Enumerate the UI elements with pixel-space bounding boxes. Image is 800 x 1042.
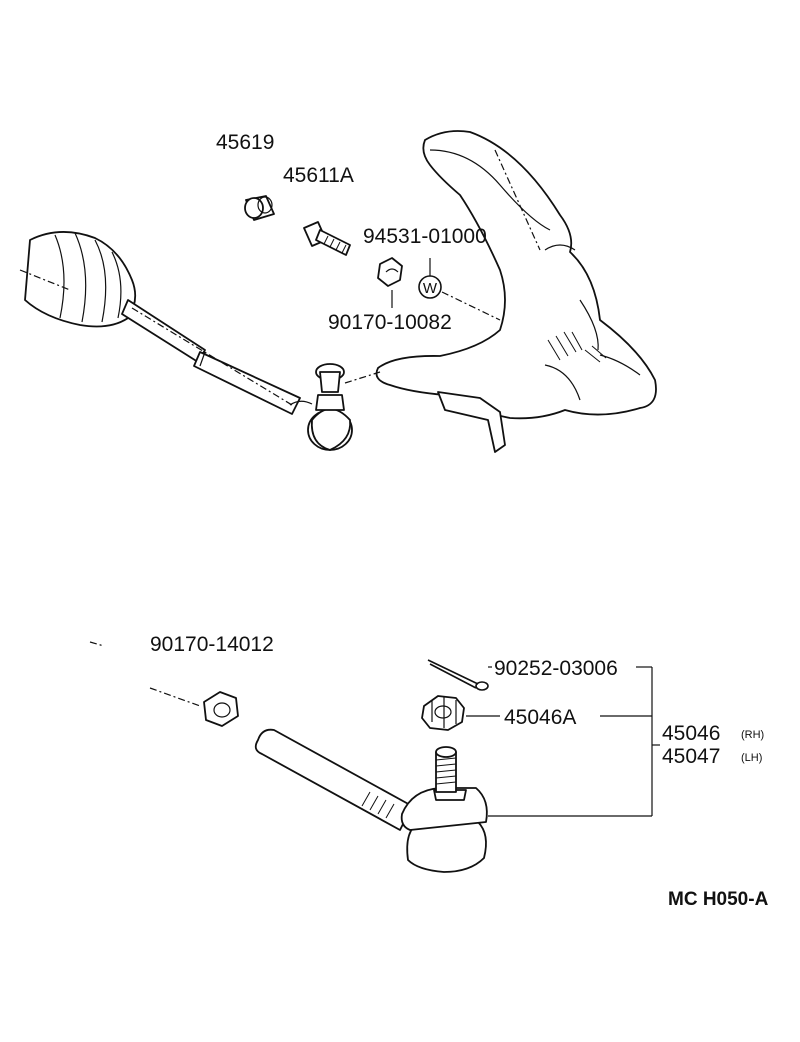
tie-rod-upper bbox=[121, 299, 301, 415]
lower-leaders bbox=[466, 666, 660, 817]
washer-mark: W bbox=[423, 280, 438, 297]
label-45046: 45046 bbox=[662, 722, 720, 745]
part-90252-cotter-pin bbox=[427, 659, 489, 691]
diagram-code: MC H050-A bbox=[668, 889, 769, 910]
part-94531-washer: W bbox=[418, 275, 442, 299]
part-90170-10082-nut bbox=[377, 257, 403, 287]
label-45047: 45047 bbox=[662, 745, 720, 768]
label-90252-03006: 90252-03006 bbox=[494, 657, 618, 680]
part-90170-14012-nut bbox=[89, 641, 239, 727]
label-45046-side: (RH) bbox=[741, 729, 764, 741]
part-45619-bushing bbox=[244, 195, 275, 221]
tie-rod-end-lower bbox=[254, 728, 488, 873]
part-45611a-bolt bbox=[303, 221, 351, 256]
tie-rod-end-upper bbox=[289, 363, 353, 451]
label-45619: 45619 bbox=[216, 131, 274, 154]
label-90170-10082: 90170-10082 bbox=[328, 311, 452, 334]
label-45611a: 45611A bbox=[283, 164, 354, 187]
upper-leaders bbox=[344, 258, 501, 384]
part-45046a-castle-nut bbox=[421, 695, 465, 731]
label-90170-14012: 90170-14012 bbox=[150, 633, 274, 656]
label-45046a: 45046A bbox=[504, 706, 576, 729]
steering-knuckle bbox=[375, 130, 657, 453]
rack-boot bbox=[19, 231, 137, 328]
label-45047-side: (LH) bbox=[741, 752, 762, 764]
label-94531-01000: 94531-01000 bbox=[363, 225, 487, 248]
